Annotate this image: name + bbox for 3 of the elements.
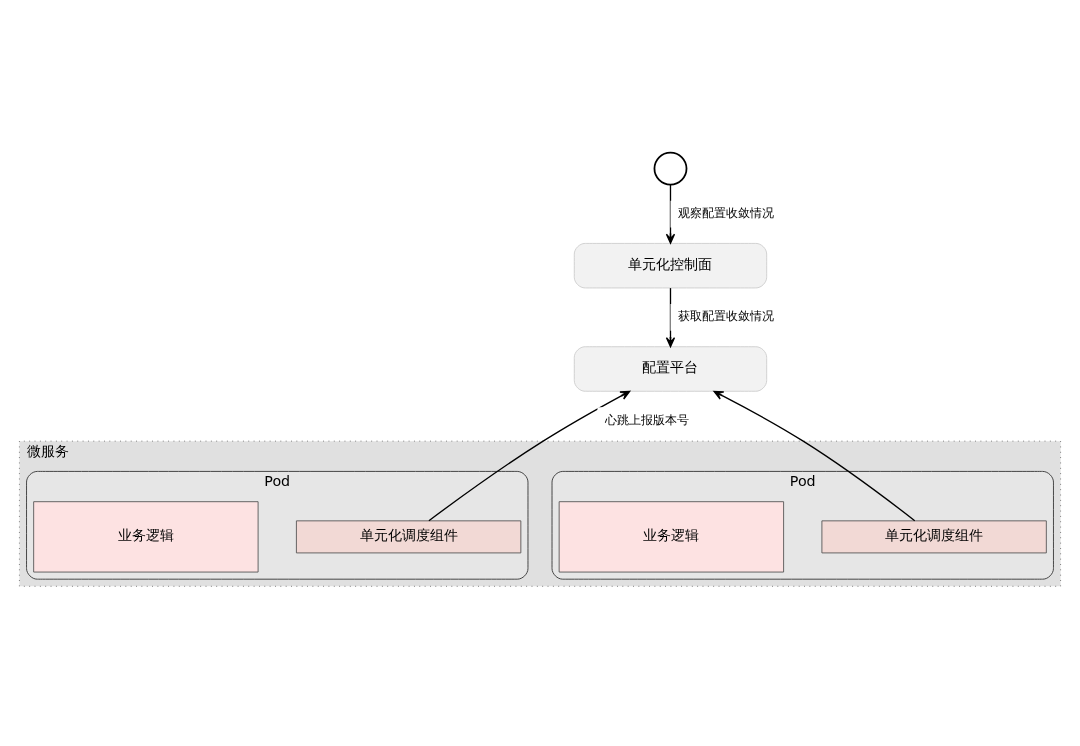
edge-label: 观察配置收敛情况 bbox=[678, 206, 775, 221]
edge-label: 心跳上报版本号 bbox=[604, 412, 689, 427]
edge-label: 获取配置收敛情况 bbox=[678, 309, 775, 324]
